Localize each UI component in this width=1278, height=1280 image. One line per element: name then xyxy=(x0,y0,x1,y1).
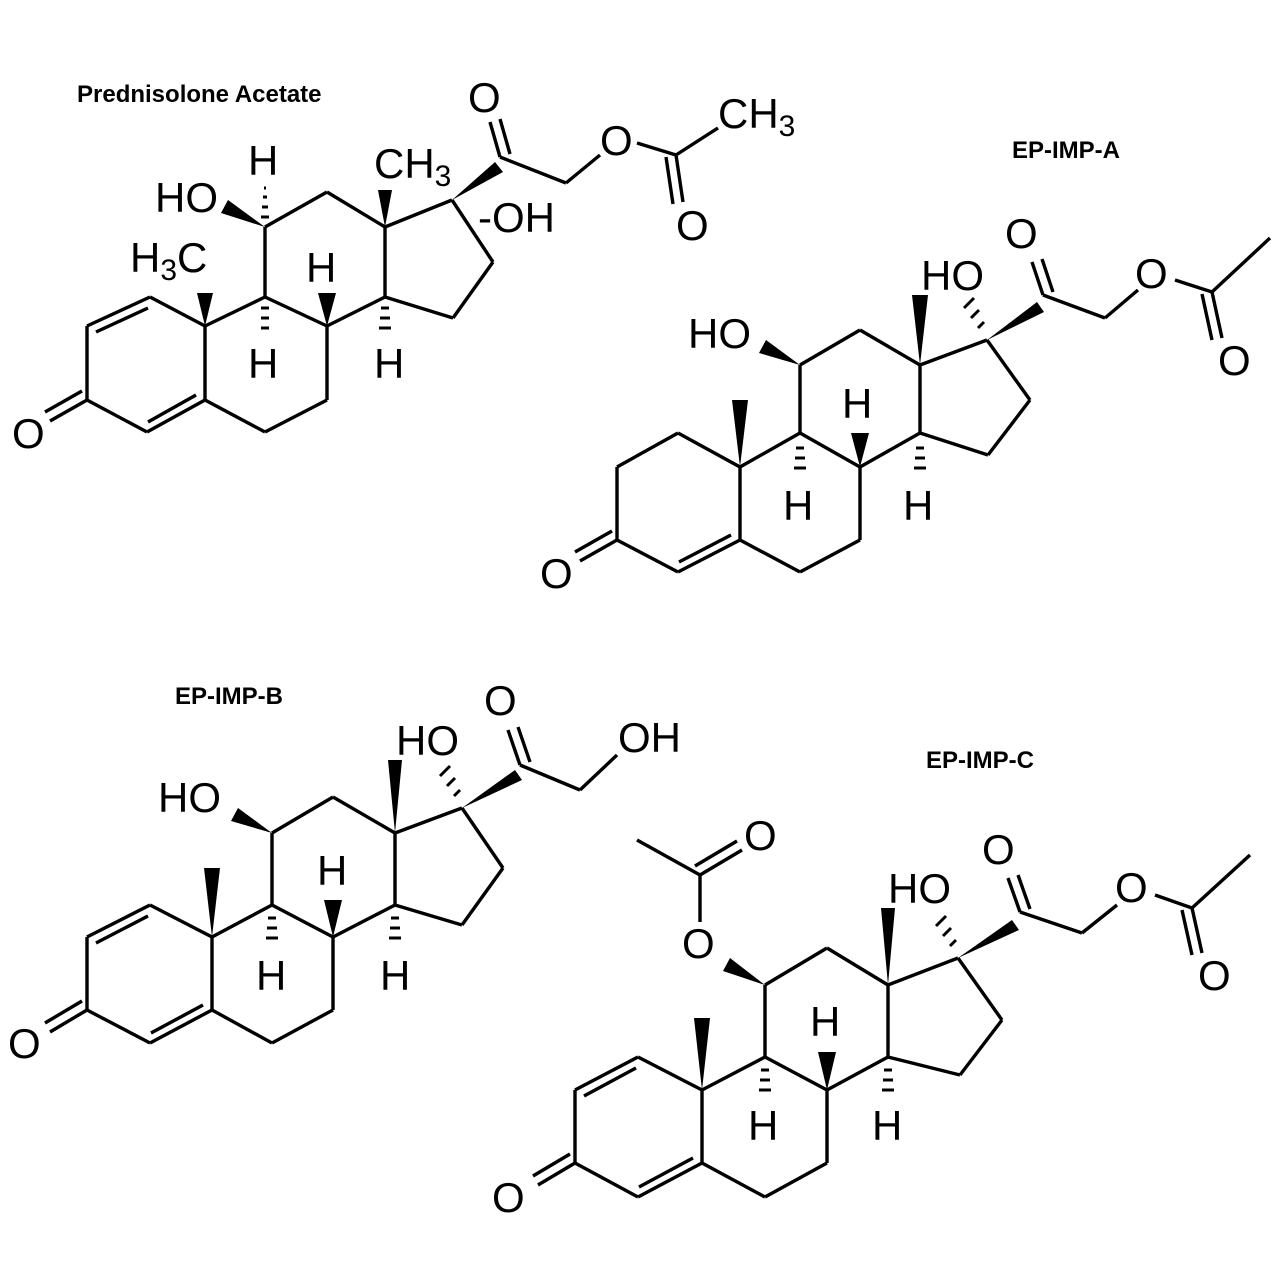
ester-carbonyl-oxygen-label: O xyxy=(1218,337,1251,384)
hydroxyl-17-label: HO xyxy=(921,252,984,299)
hydroxyl-11-label: HO xyxy=(155,174,218,221)
ester-oxygen-label: O xyxy=(1115,864,1148,911)
bond-skeleton xyxy=(532,838,1252,1199)
bond-skeleton xyxy=(44,726,619,1045)
ester-oxygen-label: O xyxy=(600,117,633,164)
ester-oxygen-label: O xyxy=(1135,250,1168,297)
ketone-oxygen-label: O xyxy=(540,550,573,597)
hydrogen-8-label: H xyxy=(306,244,336,291)
methyl-10-label: H3C xyxy=(130,234,207,287)
molecule-prednisolone-acetate: Prednisolone Acetate xyxy=(12,74,795,457)
stereo-bonds xyxy=(694,908,1019,1092)
side-chain-ketone-oxygen-label: O xyxy=(484,677,517,724)
molecule-title: EP-IMP-C xyxy=(926,747,1034,774)
ketone-oxygen-label: O xyxy=(8,1020,41,1067)
stereo-bonds xyxy=(197,162,503,330)
molecule-title: EP-IMP-A xyxy=(1012,137,1120,164)
hydrogen-8-label: H xyxy=(842,380,872,427)
hydrogen-11-label: H xyxy=(248,137,278,184)
bond-skeleton xyxy=(44,118,719,434)
hydroxyl-11-label: HO xyxy=(158,774,221,821)
hydrogen-9-label: H xyxy=(783,482,813,529)
ester-11-oxygen-label: O xyxy=(682,920,715,967)
side-chain-ketone-oxygen-label: O xyxy=(468,74,501,121)
hydrogen-8-label: H xyxy=(317,847,347,894)
acetyl-methyl-label: CH3 xyxy=(718,90,795,143)
hydrogen-14-label: H xyxy=(872,1102,902,1149)
side-chain-ketone-oxygen-label: O xyxy=(1005,210,1038,257)
hydrogen-14-label: H xyxy=(380,952,410,999)
ester-carbonyl-oxygen-label: O xyxy=(676,202,709,249)
ester-carbonyl-oxygen-label: O xyxy=(1198,952,1231,999)
hydrogen-9-label: H xyxy=(748,1102,778,1149)
hydrogen-9-label: H xyxy=(248,340,278,387)
hydroxyl-17-label: HO xyxy=(888,865,951,912)
atom-labels: O HO HO H H H O O O xyxy=(540,210,1251,597)
molecule-ep-imp-b: EP-IMP-B xyxy=(8,677,681,1067)
side-chain-ketone-oxygen-label: O xyxy=(982,826,1015,873)
hydrogen-9-label: H xyxy=(256,952,286,999)
hydrogen-8-label: H xyxy=(810,998,840,1045)
ketone-oxygen-label: O xyxy=(12,410,45,457)
stereo-bonds xyxy=(732,295,1044,470)
hydroxyl-11-label: HO xyxy=(688,310,751,357)
atom-labels: O HO HO H H H O OH xyxy=(8,677,681,1067)
hydrogen-14-label: H xyxy=(374,340,404,387)
molecule-ep-imp-a: EP-IMP-A xyxy=(540,137,1272,597)
molecule-ep-imp-c: EP-IMP-C xyxy=(492,747,1252,1221)
ketone-oxygen-label: O xyxy=(492,1174,525,1221)
atom-labels: O O O HO H H H O O O xyxy=(492,812,1231,1221)
molecule-title: Prednisolone Acetate xyxy=(77,81,322,108)
terminal-hydroxyl-label: OH xyxy=(618,714,681,761)
bond-skeleton xyxy=(574,236,1272,574)
stereo-bonds xyxy=(204,760,522,940)
hydrogen-14-label: H xyxy=(903,482,933,529)
atom-labels: O HO H H3C CH3 -OH H H H O O O CH3 xyxy=(12,74,795,457)
ester-11-carbonyl-oxygen-label: O xyxy=(744,812,777,859)
molecule-title: EP-IMP-B xyxy=(175,683,283,710)
hydroxyl-17-label: -OH xyxy=(478,194,555,241)
methyl-13-label: CH3 xyxy=(374,140,451,193)
hydroxyl-17-label: HO xyxy=(396,717,459,764)
